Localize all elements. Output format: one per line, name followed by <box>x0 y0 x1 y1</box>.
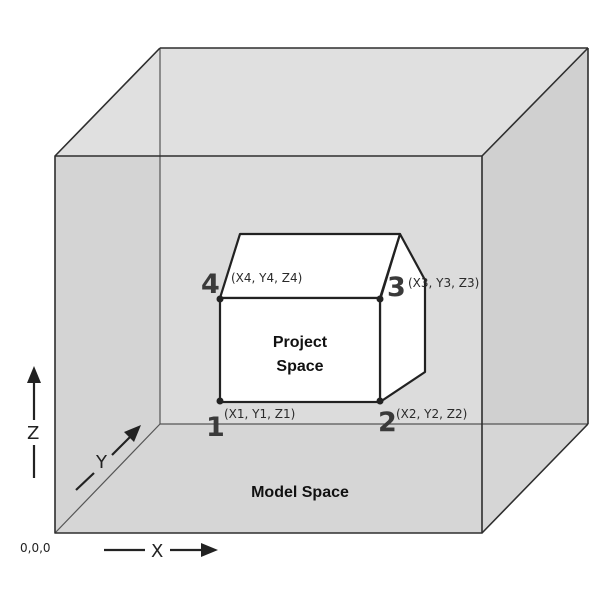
point-1-marker <box>216 397 224 405</box>
house-front-face <box>218 296 382 404</box>
y-axis <box>75 425 141 491</box>
point-4-marker <box>216 295 224 303</box>
z-axis-arrowhead <box>27 366 41 383</box>
point-2-number: 2 <box>378 407 397 438</box>
cube-edges <box>54 47 589 534</box>
x-axis-label: X <box>151 541 163 562</box>
y-axis-label: Y <box>95 452 108 473</box>
point-4-number: 4 <box>201 269 220 300</box>
cube-right-face <box>482 48 588 533</box>
y-axis-arrowhead <box>124 425 141 442</box>
point-2-coord: (X2, Y2, Z2) <box>396 407 467 421</box>
project-space-label-line1: Project <box>273 334 328 351</box>
project-space-label-line2: Space <box>276 358 323 375</box>
x-axis-arrowhead <box>201 543 218 557</box>
z-axis <box>27 366 41 478</box>
cube-back-edges <box>54 48 588 534</box>
house-roof <box>218 232 402 300</box>
model-space-label: Model Space <box>251 484 349 501</box>
corner-points <box>216 295 384 405</box>
point-1-number: 1 <box>206 412 225 443</box>
cube-left-face <box>55 48 160 533</box>
point-3-coord: (X3, Y3, Z3) <box>408 276 479 290</box>
point-4-coord: (X4, Y4, Z4) <box>231 271 302 285</box>
project-space-house: Project Space <box>218 232 427 404</box>
x-axis <box>104 543 218 557</box>
point-3-number: 3 <box>387 272 406 303</box>
origin-label: 0,0,0 <box>20 541 51 555</box>
cube-top-face <box>55 48 588 156</box>
point-3-marker <box>376 295 384 303</box>
cube-bottom-face <box>55 424 588 533</box>
point-1-coord: (X1, Y1, Z1) <box>224 407 295 421</box>
point-2-marker <box>376 397 384 405</box>
z-axis-label: Z <box>27 423 39 444</box>
